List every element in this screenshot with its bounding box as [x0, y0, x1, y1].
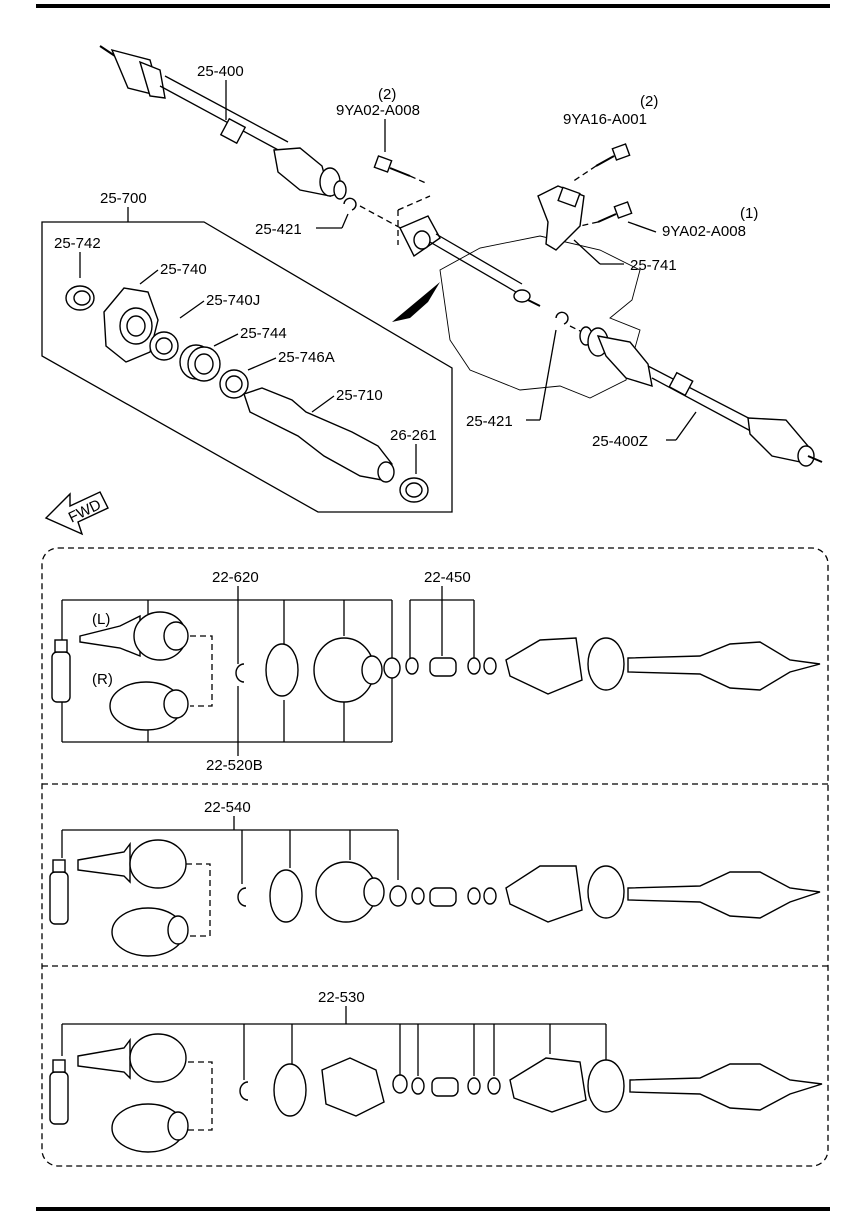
outer-joint-alt-icon[interactable] — [111, 907, 189, 957]
kit1-top-label: 22-620 — [212, 569, 259, 586]
joint-shaft-icon[interactable] — [243, 387, 395, 483]
label-joint-shaft: 25-710 — [336, 387, 383, 404]
kit2-band-icon[interactable] — [269, 869, 303, 923]
bearing-icon[interactable] — [179, 344, 221, 382]
assembly-frame — [41, 221, 453, 513]
center-bearing-support[interactable] — [399, 215, 441, 258]
label-left-shaft: 25-400 — [197, 63, 244, 80]
kit1-top-label-2: 22-450 — [424, 569, 471, 586]
kit3-top-label: 22-530 — [318, 989, 365, 1006]
kit2-shaft-icon[interactable] — [627, 871, 821, 919]
label-bolt-a-qty: (2) — [378, 86, 396, 103]
oil-seal-icon[interactable] — [65, 285, 95, 311]
leader-bracket — [573, 239, 601, 265]
kit1-left-tag: (L) — [92, 611, 110, 628]
kit3-inner-boot-icon[interactable] — [509, 1057, 587, 1113]
grease-tube-icon[interactable] — [49, 859, 69, 925]
bearing-housing-icon[interactable] — [103, 287, 159, 363]
label-bolt-c-qty: (1) — [740, 205, 758, 222]
label-bracket: 25-741 — [630, 257, 677, 274]
label-clip-upper: 25-421 — [255, 221, 302, 238]
snap-ring-icon[interactable] — [149, 331, 179, 361]
outer-joint-left-icon[interactable] — [79, 611, 189, 661]
dust-seal-icon[interactable] — [219, 369, 249, 399]
bolt-c-icon — [597, 201, 633, 223]
leader-bolt-c — [627, 221, 657, 233]
leader-clip-lower — [539, 329, 557, 421]
clip-upper-icon — [343, 197, 357, 211]
label-bolt-a: 9YA02-A008 — [336, 102, 420, 119]
shaft-seal-icon[interactable] — [399, 477, 429, 503]
transmission-outline — [439, 235, 641, 399]
kit1-shaft-icon[interactable] — [627, 641, 821, 691]
kit3-band-icon[interactable] — [273, 1063, 307, 1117]
label-bearing: 25-744 — [240, 325, 287, 342]
kit1-right-tag: (R) — [92, 671, 113, 688]
kit3-boot-icon[interactable] — [321, 1057, 385, 1117]
left-drive-shaft[interactable] — [99, 45, 347, 200]
label-oil-seal: 25-742 — [54, 235, 101, 252]
kit1-inner-boot-icon[interactable] — [505, 637, 583, 695]
label-bolt-b-qty: (2) — [640, 93, 658, 110]
kit-2: 22-540 — [49, 799, 821, 957]
label-bolt-c: 9YA02-A008 — [662, 223, 746, 240]
outer-joint-icon[interactable] — [77, 839, 187, 889]
grease-tube-icon[interactable] — [49, 1059, 69, 1125]
kit2-inner-boot-icon[interactable] — [505, 865, 583, 923]
kit2-clip-icon[interactable] — [237, 887, 247, 907]
kit-box — [41, 547, 829, 1167]
kit1-clip-icon[interactable] — [235, 663, 245, 683]
bolt-b-icon — [595, 143, 631, 167]
kit1-bottom-label: 22-520B — [206, 757, 263, 774]
outer-joint-alt-icon[interactable] — [111, 1103, 189, 1153]
kit-1: 22-620 22-520B 22-450 (L) (R) — [51, 569, 821, 774]
bracket-25-741[interactable] — [537, 185, 585, 251]
fwd-arrow-icon: FWD — [44, 491, 109, 536]
kit2-top-label: 22-540 — [204, 799, 251, 816]
label-assembly: 25-700 — [100, 190, 147, 207]
direction-wedge-icon — [392, 282, 440, 322]
leader-right-shaft — [675, 411, 697, 441]
clip-lower-icon — [555, 311, 569, 325]
kit1-band-icon[interactable] — [265, 643, 299, 697]
label-clip-lower: 25-421 — [466, 413, 513, 430]
outer-joint-right-icon[interactable] — [109, 681, 189, 731]
bolt-a-icon — [373, 155, 411, 177]
outer-joint-icon[interactable] — [77, 1033, 187, 1083]
kit3-shaft-icon[interactable] — [629, 1063, 823, 1111]
label-bolt-b: 9YA16-A001 — [563, 111, 647, 128]
label-bearing-housing: 25-740 — [160, 261, 207, 278]
label-dust-seal: 25-746A — [278, 349, 335, 366]
label-shaft-seal: 26-261 — [390, 427, 437, 444]
kit-3: 22-530 — [49, 989, 823, 1153]
right-drive-shaft[interactable] — [579, 326, 823, 467]
grease-tube-icon[interactable] — [51, 639, 71, 703]
kit3-clip-icon[interactable] — [239, 1081, 249, 1101]
label-snap-ring: 25-740J — [206, 292, 260, 309]
label-right-shaft: 25-400Z — [592, 433, 648, 450]
